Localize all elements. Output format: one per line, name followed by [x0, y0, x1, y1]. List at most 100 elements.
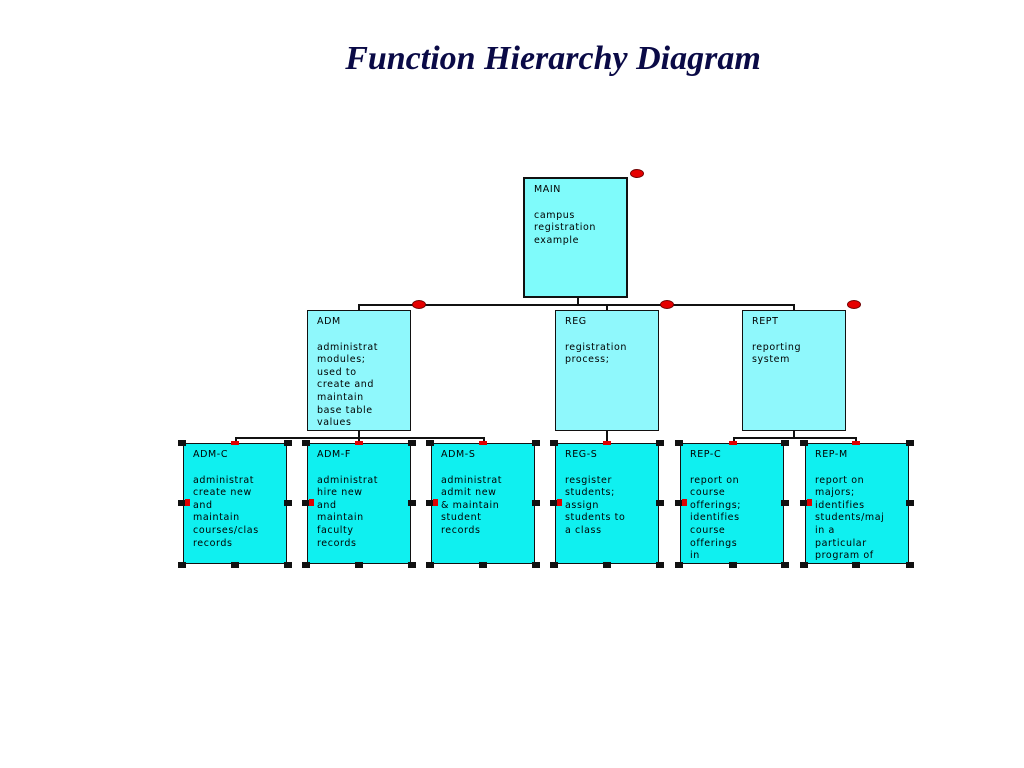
- selection-handle[interactable]: [656, 562, 664, 568]
- selection-handle[interactable]: [550, 562, 558, 568]
- node-main[interactable]: MAIN campus registration example: [523, 177, 628, 298]
- node-rep-m[interactable]: REP-M report on majors; identifies stude…: [805, 443, 909, 564]
- node-desc: reporting system: [752, 341, 802, 366]
- selection-handle[interactable]: [603, 441, 611, 445]
- selection-handle[interactable]: [729, 441, 737, 445]
- selection-handle[interactable]: [433, 499, 438, 506]
- node-desc: report on majors; identifies students/ma…: [815, 474, 885, 562]
- selection-handle[interactable]: [284, 562, 292, 568]
- selection-handle[interactable]: [532, 562, 540, 568]
- selection-handle[interactable]: [302, 562, 310, 568]
- connector-to-rep-c: [733, 437, 735, 444]
- selection-handle[interactable]: [309, 499, 314, 506]
- selection-handle[interactable]: [550, 440, 558, 446]
- collapse-marker-main[interactable]: [630, 169, 644, 178]
- connector-to-adm-s: [483, 437, 485, 444]
- node-desc: administrat create new and maintain cour…: [193, 474, 259, 549]
- node-id: MAIN: [534, 184, 562, 195]
- selection-handle[interactable]: [682, 499, 687, 506]
- node-id: REPT: [752, 316, 779, 327]
- selection-handle[interactable]: [302, 500, 310, 506]
- selection-handle[interactable]: [284, 500, 292, 506]
- connector-rept-bus: [733, 437, 857, 439]
- connector-main-stem: [577, 297, 579, 306]
- connector-adm-stem: [358, 430, 360, 438]
- connector-rept-stem: [793, 430, 795, 438]
- connector-to-rept: [793, 304, 795, 311]
- connector-to-rep-m: [855, 437, 857, 444]
- selection-handle[interactable]: [284, 440, 292, 446]
- selection-handle[interactable]: [408, 562, 416, 568]
- collapse-marker-adm[interactable]: [412, 300, 426, 309]
- node-rept[interactable]: REPT reporting system: [742, 310, 846, 431]
- node-adm-f[interactable]: ADM-F administrat hire new and maintain …: [307, 443, 411, 564]
- selection-handle[interactable]: [675, 440, 683, 446]
- node-desc: resgister students; assign students to a…: [565, 474, 626, 536]
- selection-handle[interactable]: [355, 562, 363, 568]
- selection-handle[interactable]: [479, 562, 487, 568]
- selection-handle[interactable]: [729, 562, 737, 568]
- selection-handle[interactable]: [656, 440, 664, 446]
- selection-handle[interactable]: [557, 499, 562, 506]
- selection-handle[interactable]: [906, 562, 914, 568]
- node-id: REG: [565, 316, 587, 327]
- node-desc: campus registration example: [534, 209, 597, 246]
- node-adm-c[interactable]: ADM-C administrat create new and maintai…: [183, 443, 287, 564]
- selection-handle[interactable]: [906, 440, 914, 446]
- connector-to-reg: [606, 304, 608, 311]
- selection-handle[interactable]: [807, 499, 812, 506]
- selection-handle[interactable]: [231, 441, 239, 445]
- selection-handle[interactable]: [426, 440, 434, 446]
- node-desc: administrat admit new & maintain student…: [441, 474, 503, 536]
- node-desc: administrat hire new and maintain facult…: [317, 474, 379, 549]
- node-desc: report on course offerings; identifies c…: [690, 474, 742, 562]
- connector-to-adm: [358, 304, 360, 311]
- selection-handle[interactable]: [852, 562, 860, 568]
- node-id: REG-S: [565, 449, 598, 460]
- node-reg-s[interactable]: REG-S resgister students; assign student…: [555, 443, 659, 564]
- node-id: REP-C: [690, 449, 722, 460]
- selection-handle[interactable]: [603, 562, 611, 568]
- connector-adm-bus: [235, 437, 485, 439]
- selection-handle[interactable]: [408, 500, 416, 506]
- node-reg[interactable]: REG registration process;: [555, 310, 659, 431]
- connector-level2-bus: [358, 304, 795, 306]
- selection-handle[interactable]: [532, 500, 540, 506]
- selection-handle[interactable]: [426, 500, 434, 506]
- selection-handle[interactable]: [231, 562, 239, 568]
- slide-title: Function Hierarchy Diagram: [345, 40, 761, 77]
- selection-handle[interactable]: [550, 500, 558, 506]
- selection-handle[interactable]: [800, 562, 808, 568]
- node-id: ADM-F: [317, 449, 351, 460]
- selection-handle[interactable]: [675, 562, 683, 568]
- selection-handle[interactable]: [185, 499, 190, 506]
- selection-handle[interactable]: [781, 440, 789, 446]
- connector-to-reg-s: [606, 430, 608, 444]
- selection-handle[interactable]: [781, 562, 789, 568]
- selection-handle[interactable]: [355, 441, 363, 445]
- node-adm-s[interactable]: ADM-S administrat admit new & maintain s…: [431, 443, 535, 564]
- selection-handle[interactable]: [178, 500, 186, 506]
- selection-handle[interactable]: [408, 440, 416, 446]
- selection-handle[interactable]: [479, 441, 487, 445]
- selection-handle[interactable]: [800, 500, 808, 506]
- node-adm[interactable]: ADM administrat modules; used to create …: [307, 310, 411, 431]
- node-id: ADM: [317, 316, 341, 327]
- connector-to-adm-c: [235, 437, 237, 444]
- selection-handle[interactable]: [302, 440, 310, 446]
- collapse-marker-reg[interactable]: [660, 300, 674, 309]
- selection-handle[interactable]: [675, 500, 683, 506]
- node-desc: administrat modules; used to create and …: [317, 341, 379, 429]
- selection-handle[interactable]: [906, 500, 914, 506]
- selection-handle[interactable]: [781, 500, 789, 506]
- collapse-marker-rept[interactable]: [847, 300, 861, 309]
- selection-handle[interactable]: [178, 440, 186, 446]
- connector-to-adm-f: [358, 437, 360, 444]
- selection-handle[interactable]: [800, 440, 808, 446]
- selection-handle[interactable]: [656, 500, 664, 506]
- selection-handle[interactable]: [532, 440, 540, 446]
- selection-handle[interactable]: [178, 562, 186, 568]
- selection-handle[interactable]: [426, 562, 434, 568]
- selection-handle[interactable]: [852, 441, 860, 445]
- node-rep-c[interactable]: REP-C report on course offerings; identi…: [680, 443, 784, 564]
